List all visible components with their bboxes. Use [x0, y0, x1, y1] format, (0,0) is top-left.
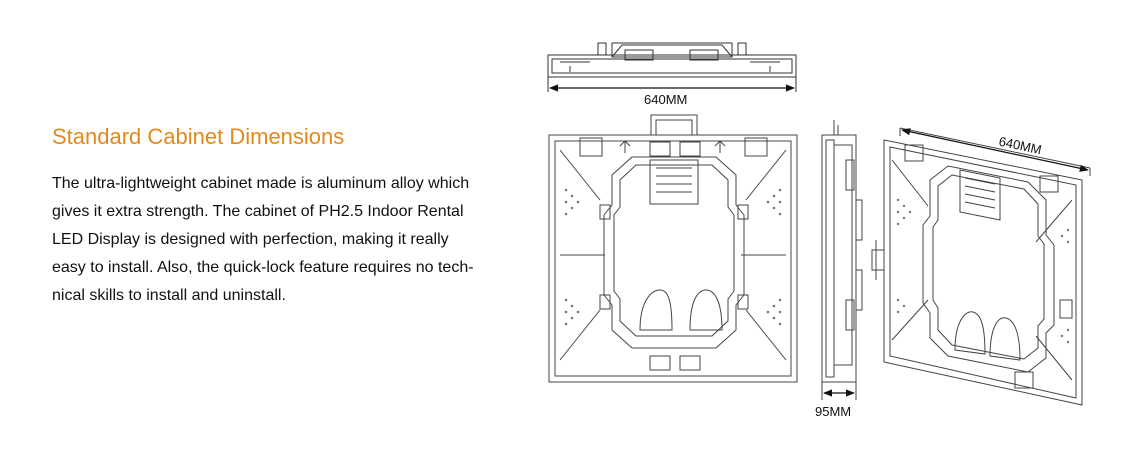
cabinet-side-view	[821, 120, 863, 400]
perspective-vent-dots	[896, 198, 1070, 344]
side-depth-label: 95MM	[815, 404, 851, 419]
paragraph-line: easy to install. Also, the quick-lock fe…	[52, 259, 474, 276]
vent-dots	[564, 188, 782, 326]
paragraph-line: gives it extra strength. The cabinet of …	[52, 203, 464, 220]
section-title: Standard Cabinet Dimensions	[52, 124, 345, 149]
paragraph-line: The ultra-lightweight cabinet made is al…	[52, 175, 470, 192]
cabinet-top-view	[547, 42, 797, 92]
paragraph-line: LED Display is designed with perfection,…	[52, 231, 449, 248]
cabinet-perspective-view	[871, 127, 1091, 406]
top-width-label: 640MM	[644, 92, 687, 107]
paragraph-line: nical skills to install and uninstall.	[52, 287, 286, 304]
cabinet-front-view	[548, 114, 798, 383]
description-paragraph: The ultra-lightweight cabinet made is al…	[52, 170, 527, 310]
